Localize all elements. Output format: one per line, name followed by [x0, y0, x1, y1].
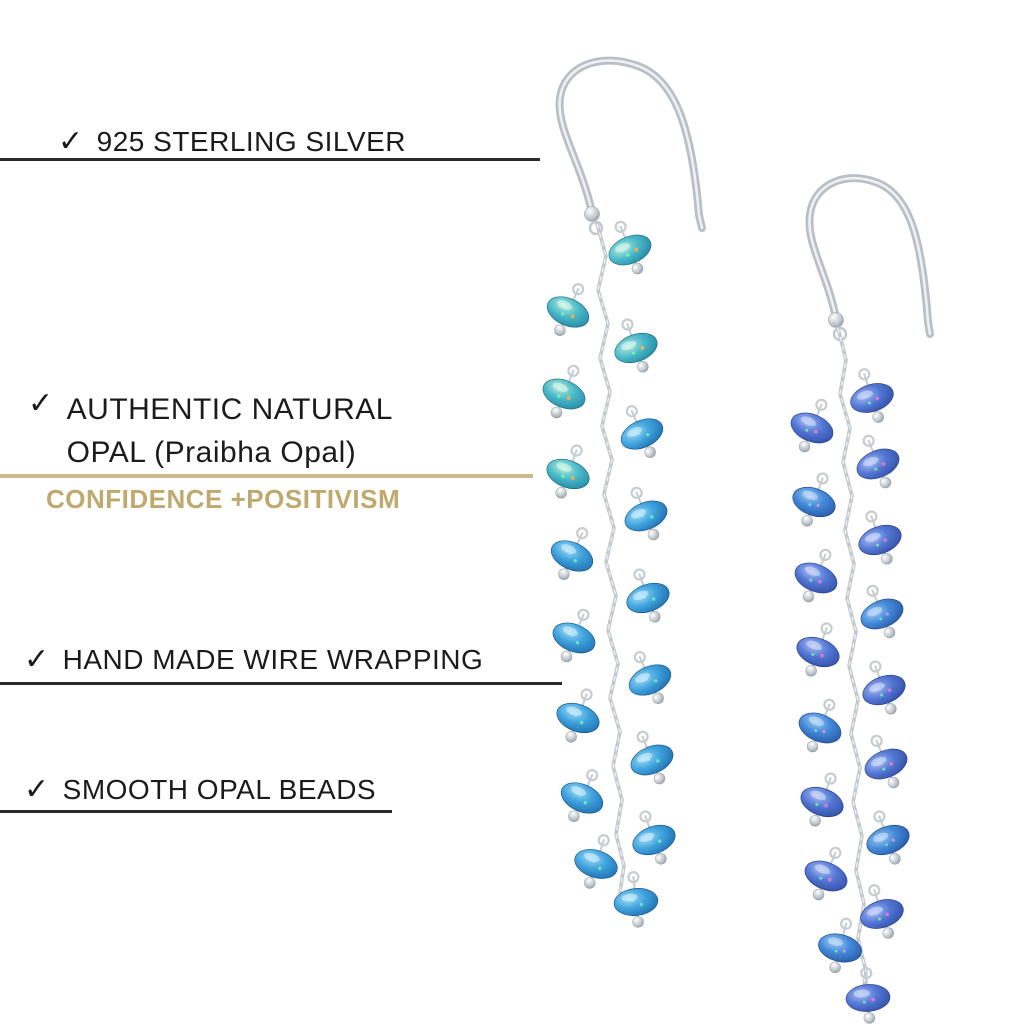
callout-opal-line2: OPAL (Praibha Opal): [66, 436, 357, 469]
opal-bead: [616, 642, 682, 714]
opal-bead: [780, 390, 845, 461]
opal-bead: [853, 726, 918, 797]
opal-bead: [842, 965, 893, 1024]
callout-wire-wrapping: ✓ HAND MADE WIRE WRAPPING: [24, 644, 483, 676]
callout-sterling-silver: ✓ 925 STERLING SILVER: [58, 126, 406, 158]
callout-beads-label: SMOOTH OPAL BEADS: [62, 774, 377, 805]
opal-bead: [847, 503, 911, 573]
opal-bead: [537, 437, 601, 507]
callout-opal-line1: AUTHENTIC NATURAL: [66, 393, 393, 426]
opal-bead: [603, 311, 667, 381]
opal-bead: [609, 868, 662, 931]
tagline: CONFIDENCE +POSITIVISM: [46, 484, 401, 514]
opal-bead: [613, 478, 678, 549]
callout-underline-wire: [0, 682, 562, 685]
opal-bead: [536, 274, 602, 346]
opal-bead: [788, 690, 853, 761]
opal-bead: [542, 600, 607, 671]
opal-bead: [550, 760, 616, 832]
callout-underline-opal: [0, 474, 533, 478]
check-icon: ✓: [24, 773, 50, 806]
opal-bead: [794, 838, 859, 909]
opal-bead: [787, 615, 851, 685]
callout-sterling-label: 925 STERLING SILVER: [96, 126, 406, 157]
opal-bead: [597, 212, 662, 283]
opal-bead: [791, 765, 855, 835]
opal-bead: [840, 361, 902, 431]
chain-left: [595, 222, 626, 894]
callout-authentic-opal: ✓ AUTHENTIC NATURAL OPAL (Praibha Opal): [28, 388, 393, 474]
opal-bead: [615, 561, 679, 631]
opal-bead: [855, 803, 919, 873]
chain-right: [836, 326, 868, 1002]
opal-bead: [784, 540, 849, 611]
opal-bead: [547, 681, 611, 751]
earring-left: [532, 56, 706, 931]
opal-bead: [783, 465, 847, 535]
callout-underline-beads: [0, 810, 392, 813]
earring-right: [780, 174, 934, 1024]
callout-underline-sterling: [0, 158, 540, 161]
opal-bead: [851, 653, 915, 723]
callout-opal-label: AUTHENTIC NATURAL OPAL (Praibha Opal): [67, 388, 393, 474]
opal-bead: [621, 803, 685, 873]
opal-bead: [540, 518, 606, 590]
check-icon: ✓: [58, 125, 84, 158]
opal-beads-right: [780, 361, 919, 1024]
ear-hook-right: [805, 174, 934, 342]
opal-bead: [619, 722, 684, 793]
callout-smooth-beads: ✓ SMOOTH OPAL BEADS: [24, 774, 376, 806]
opal-bead: [845, 426, 910, 497]
ear-hook-left: [555, 56, 706, 236]
check-icon: ✓: [28, 387, 54, 420]
opal-bead: [532, 356, 597, 427]
check-icon: ✓: [24, 643, 50, 676]
callout-wire-label: HAND MADE WIRE WRAPPING: [62, 644, 484, 675]
opal-bead: [608, 396, 674, 468]
opal-bead: [849, 576, 914, 647]
